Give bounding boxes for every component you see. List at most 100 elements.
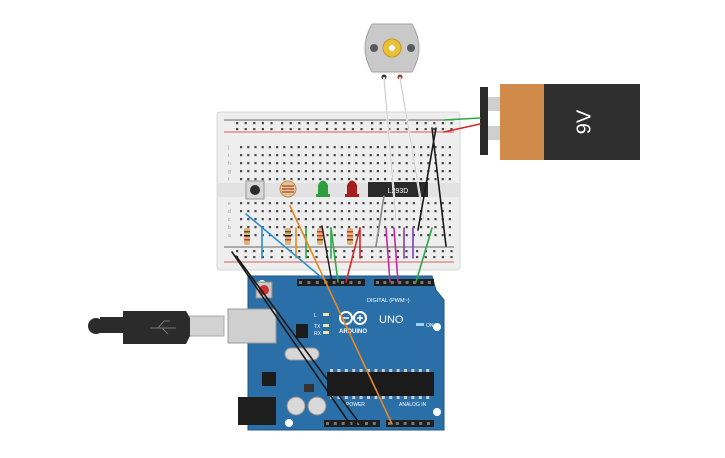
hole: [312, 210, 315, 213]
hole: [376, 202, 379, 205]
usb-symbol-icon: [150, 320, 176, 335]
hole: [348, 218, 351, 221]
arduino-wire[interactable]: [345, 227, 361, 283]
hole: [297, 154, 300, 157]
battery-wire[interactable]: [443, 123, 481, 133]
digital-header-left[interactable]: [297, 279, 365, 286]
arduino-wire[interactable]: [245, 213, 328, 283]
hole: [283, 170, 286, 173]
hole: [240, 202, 243, 205]
hole: [427, 234, 430, 237]
reset-button[interactable]: [259, 285, 269, 295]
resistor[interactable]: [347, 228, 353, 245]
hole: [405, 128, 408, 131]
hole: [376, 170, 379, 173]
hole: [419, 422, 423, 425]
led-red[interactable]: [345, 180, 359, 198]
hole: [388, 256, 391, 259]
resistor[interactable]: [285, 228, 291, 245]
usb-b-port[interactable]: [227, 308, 277, 344]
hole: [369, 218, 372, 221]
hole: [405, 218, 408, 221]
hole: [333, 210, 336, 213]
resistor[interactable]: [317, 228, 323, 245]
hole: [240, 178, 243, 181]
led-green[interactable]: [316, 180, 330, 198]
arduino-wire[interactable]: [231, 251, 351, 425]
hole: [441, 122, 444, 125]
arduino-wire[interactable]: [235, 255, 361, 425]
hole: [427, 178, 430, 181]
hole: [276, 210, 279, 213]
arduino-wire[interactable]: [321, 225, 333, 283]
hole: [261, 170, 264, 173]
battery-wire[interactable]: [443, 117, 481, 121]
hole: [369, 226, 372, 229]
power-analog-header-pins: [326, 422, 430, 425]
jumper-wire[interactable]: [415, 227, 433, 283]
row-letter-j: j: [227, 145, 229, 151]
jumper-wire[interactable]: [431, 127, 447, 247]
hole: [334, 250, 337, 253]
jumper-wire[interactable]: [375, 195, 385, 247]
hole: [405, 122, 408, 125]
power-jack[interactable]: [238, 397, 276, 425]
hole: [254, 202, 257, 205]
hole: [254, 162, 257, 165]
hole: [448, 146, 451, 149]
pushbutton[interactable]: [245, 180, 265, 200]
hole: [390, 281, 394, 284]
hole: [441, 234, 444, 237]
hole: [268, 162, 271, 165]
hole: [289, 122, 292, 125]
hole: [297, 226, 300, 229]
hole: [247, 178, 250, 181]
hole: [441, 154, 444, 157]
hole: [384, 218, 387, 221]
hole: [247, 218, 250, 221]
dc-motor[interactable]: [364, 23, 420, 80]
hole: [420, 226, 423, 229]
arduino-wire[interactable]: [289, 205, 393, 425]
hole: [434, 146, 437, 149]
hole: [391, 146, 394, 149]
hole: [398, 281, 402, 284]
jumper-wire[interactable]: [417, 127, 437, 231]
arduino-wire[interactable]: [393, 227, 399, 283]
hole: [433, 122, 436, 125]
hole: [254, 178, 257, 181]
l293d-chip[interactable]: L293D: [368, 182, 428, 197]
hole: [326, 210, 329, 213]
hole: [253, 250, 256, 253]
hole: [261, 218, 264, 221]
hole: [379, 122, 382, 125]
arduino-uno-board[interactable]: L TX RX ON UNO ARDUINO DIGITAL (PWM~) PO…: [227, 275, 445, 431]
hole: [298, 128, 301, 131]
analog-header[interactable]: [386, 420, 434, 427]
battery-9v[interactable]: 9V: [480, 84, 640, 160]
photoresistor[interactable]: [279, 180, 297, 198]
resistor[interactable]: [244, 228, 250, 245]
hole: [290, 218, 293, 221]
hole: [448, 170, 451, 173]
hole: [348, 170, 351, 173]
hole: [253, 128, 256, 131]
hole: [281, 128, 284, 131]
hole: [254, 170, 257, 173]
hole: [416, 122, 419, 125]
hole: [254, 226, 257, 229]
hole: [261, 256, 264, 259]
usb-cable[interactable]: [88, 311, 225, 344]
arduino-wire[interactable]: [385, 227, 391, 283]
hole: [379, 256, 382, 259]
hole: [270, 128, 273, 131]
hole: [297, 178, 300, 181]
hole: [247, 202, 250, 205]
arduino-wire[interactable]: [330, 227, 339, 283]
hole: [448, 202, 451, 205]
hole: [376, 178, 379, 181]
digital-header-right[interactable]: [374, 279, 434, 286]
smd-component: [304, 384, 314, 392]
hole: [283, 162, 286, 165]
hole: [261, 210, 264, 213]
